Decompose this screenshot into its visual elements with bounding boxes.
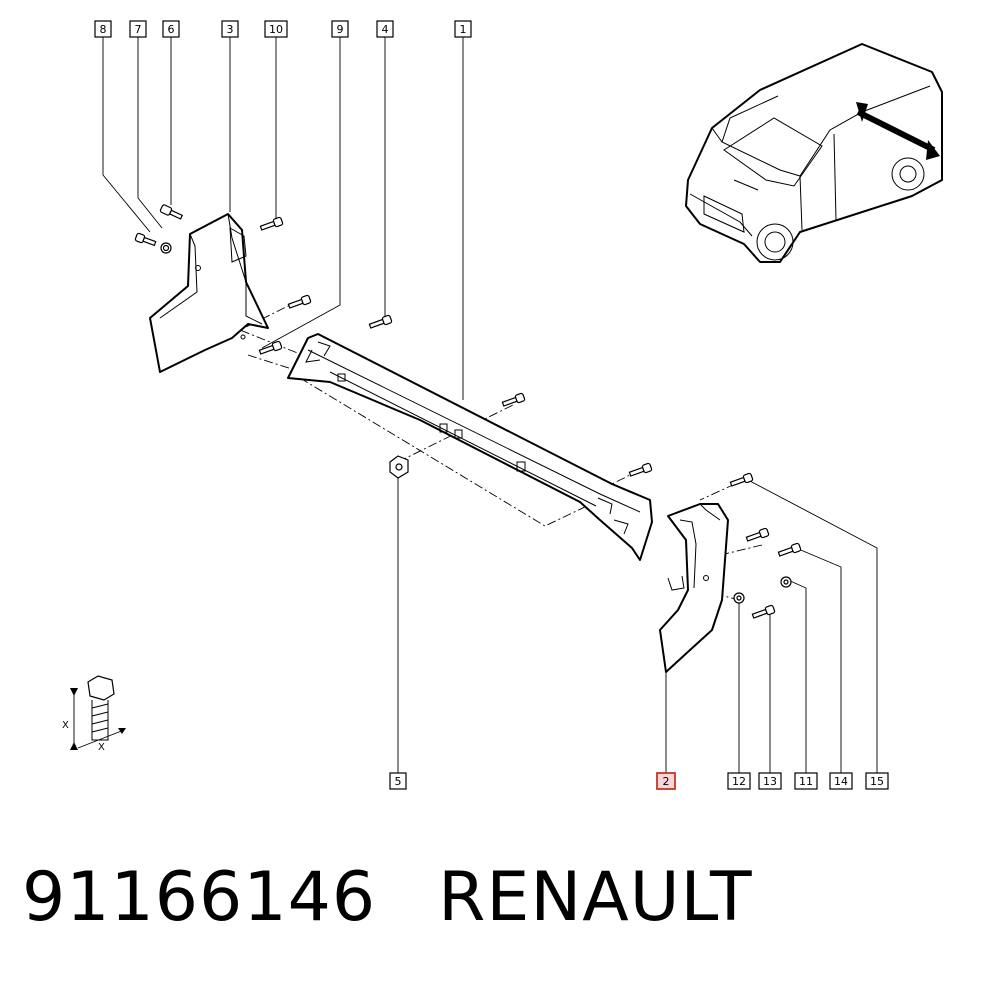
callout-9[interactable]: 9 bbox=[331, 20, 349, 38]
screw-9a bbox=[287, 294, 312, 309]
callout-15[interactable]: 15 bbox=[865, 772, 889, 790]
svg-text:10: 10 bbox=[269, 23, 283, 36]
screw-14b bbox=[777, 542, 802, 557]
dimension-label-vertical: X bbox=[62, 720, 69, 731]
callout-4[interactable]: 4 bbox=[376, 20, 394, 38]
callout-6[interactable]: 6 bbox=[162, 20, 180, 38]
screw-4 bbox=[368, 314, 393, 329]
screw-14a bbox=[745, 527, 770, 542]
svg-text:13: 13 bbox=[763, 775, 777, 788]
center-lower-trim bbox=[287, 333, 653, 561]
callout-14[interactable]: 14 bbox=[829, 772, 853, 790]
dimension-label-horizontal: X bbox=[98, 742, 105, 753]
brand-name: RENAULT bbox=[438, 858, 753, 937]
callout-1[interactable]: 1 bbox=[454, 20, 472, 38]
svg-text:12: 12 bbox=[732, 775, 746, 788]
parts-diagram: X X 8 7 6 3 10 9 4 1 5 2 12 13 11 14 15 bbox=[62, 20, 943, 790]
callout-10[interactable]: 10 bbox=[264, 20, 288, 38]
callout-13[interactable]: 13 bbox=[758, 772, 782, 790]
callout-11[interactable]: 11 bbox=[794, 772, 818, 790]
screw-6 bbox=[159, 204, 184, 220]
svg-text:7: 7 bbox=[135, 23, 142, 36]
fasteners bbox=[134, 204, 802, 619]
screw-center bbox=[501, 392, 526, 407]
screw-15 bbox=[729, 472, 754, 487]
van-locator-illustration bbox=[685, 43, 943, 263]
callout-8[interactable]: 8 bbox=[94, 20, 112, 38]
svg-text:2: 2 bbox=[663, 775, 670, 788]
bolt-dimension-symbol: X X bbox=[62, 675, 126, 753]
callout-12[interactable]: 12 bbox=[727, 772, 751, 790]
callout-7[interactable]: 7 bbox=[129, 20, 147, 38]
svg-text:8: 8 bbox=[100, 23, 107, 36]
screw-9b bbox=[258, 340, 283, 355]
screw-10 bbox=[259, 216, 284, 231]
svg-text:14: 14 bbox=[834, 775, 848, 788]
svg-text:4: 4 bbox=[382, 23, 389, 36]
left-pillar-trim bbox=[149, 213, 269, 373]
clip-5 bbox=[389, 455, 409, 479]
part-caption: 91166146 RENAULT bbox=[22, 858, 982, 948]
screw-8 bbox=[134, 232, 157, 247]
clip-7 bbox=[160, 242, 172, 254]
part-number: 91166146 bbox=[22, 858, 377, 937]
callout-5[interactable]: 5 bbox=[389, 772, 407, 790]
clip-12 bbox=[733, 592, 745, 604]
callout-labels: 8 7 6 3 10 9 4 1 5 2 12 13 11 14 15 bbox=[94, 20, 889, 790]
svg-text:6: 6 bbox=[168, 23, 175, 36]
svg-text:15: 15 bbox=[870, 775, 884, 788]
svg-text:1: 1 bbox=[460, 23, 467, 36]
screw-right-a bbox=[628, 462, 653, 477]
svg-text:5: 5 bbox=[395, 775, 402, 788]
callout-2-highlighted[interactable]: 2 bbox=[656, 772, 676, 790]
screw-13 bbox=[751, 604, 776, 619]
callout-3[interactable]: 3 bbox=[221, 20, 239, 38]
clip-11 bbox=[780, 576, 792, 588]
right-pillar-trim bbox=[659, 503, 729, 673]
svg-text:9: 9 bbox=[337, 23, 344, 36]
svg-text:3: 3 bbox=[227, 23, 234, 36]
leader-lines bbox=[102, 37, 878, 773]
svg-text:11: 11 bbox=[799, 775, 813, 788]
